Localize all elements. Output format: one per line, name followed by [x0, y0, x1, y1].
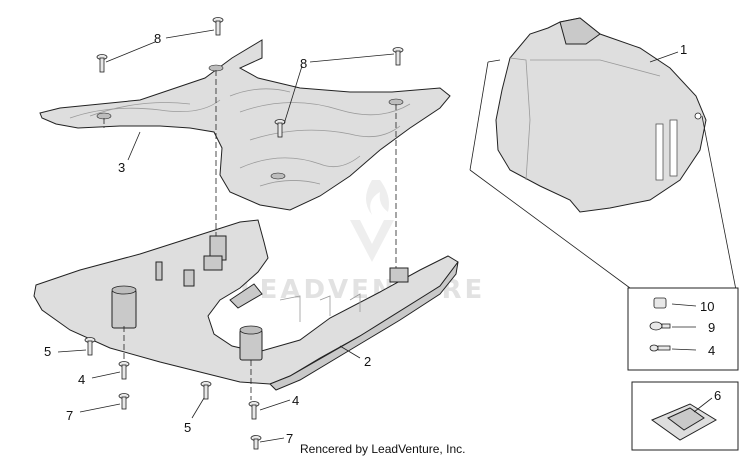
callout-8a: 8	[154, 31, 161, 46]
callout-5b: 5	[184, 420, 191, 435]
hardware-box	[627, 287, 739, 371]
clip-box	[631, 381, 739, 451]
screw-8d	[274, 119, 286, 138]
callout-9: 9	[708, 320, 715, 335]
callout-10: 10	[700, 299, 714, 314]
watermark-logo	[350, 180, 394, 262]
screw-8a	[212, 17, 224, 36]
screw-4b	[248, 401, 260, 420]
callout-6: 6	[714, 388, 721, 403]
screw-5a	[84, 337, 96, 356]
screw-7b	[250, 435, 262, 450]
callout-7b: 7	[286, 431, 293, 446]
screw-5b	[200, 381, 212, 400]
washer-9	[649, 321, 671, 331]
side-cover	[495, 17, 707, 213]
screw-4c	[649, 344, 671, 352]
callout-8b: 8	[300, 56, 307, 71]
callout-4c: 4	[708, 343, 715, 358]
callout-4a: 4	[78, 372, 85, 387]
credit-caption: Rencered by LeadVenture, Inc.	[300, 442, 465, 456]
callout-7a: 7	[66, 408, 73, 423]
lower-panel	[33, 219, 459, 391]
floor-panel	[39, 39, 451, 211]
callout-4b: 4	[292, 393, 299, 408]
leader-lines	[57, 29, 713, 443]
callout-1: 1	[680, 42, 687, 57]
screw-8b	[96, 54, 108, 73]
nut-10	[653, 297, 667, 309]
screw-8c	[392, 47, 404, 66]
detail-frame	[469, 59, 737, 291]
callout-5a: 5	[44, 344, 51, 359]
assembly-lines	[103, 70, 397, 400]
callout-2: 2	[364, 354, 371, 369]
screw-7a	[118, 393, 130, 410]
callout-3: 3	[118, 160, 125, 175]
screw-4a	[118, 361, 130, 380]
